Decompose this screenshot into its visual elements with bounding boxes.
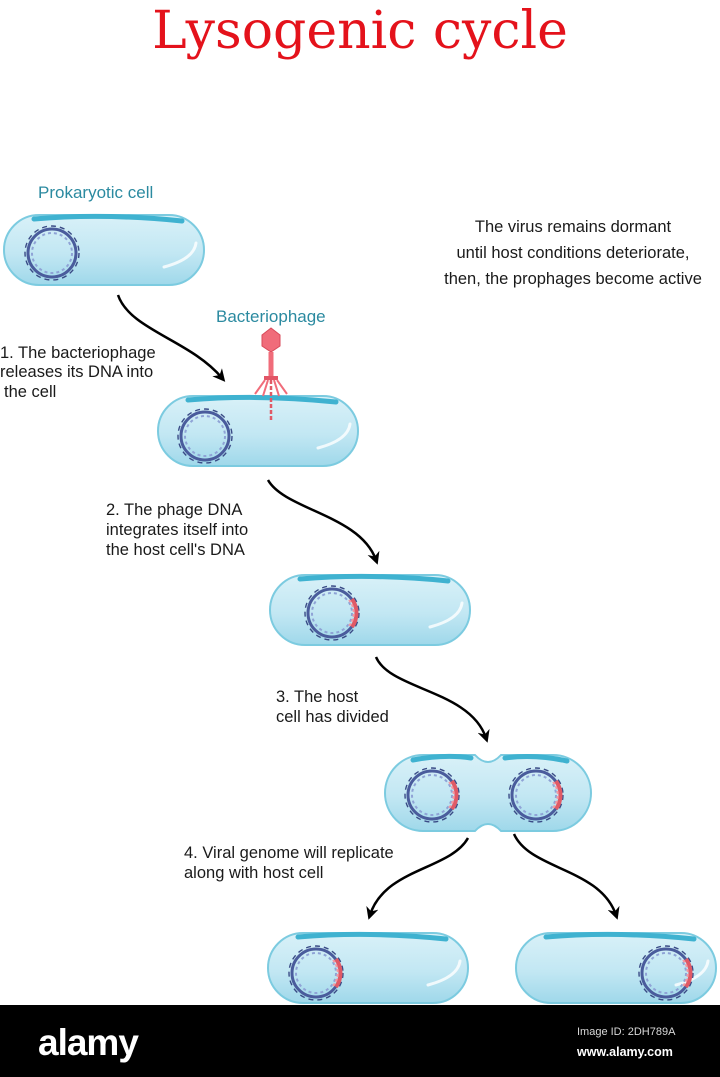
note-line-3: then, the prophages become active xyxy=(444,270,702,288)
diagram-title: Lysogenic cycle xyxy=(152,1,568,61)
step-4-text: 4. Viral genome will replicate along wit… xyxy=(184,844,394,882)
step-1-line-2: releases its DNA into xyxy=(0,363,153,381)
dormancy-note: The virus remains dormant until host con… xyxy=(444,218,702,288)
lysogenic-cycle-diagram: Lysogenic cycle Prokaryotic cell Bacteri… xyxy=(0,1,720,1005)
step-2-line-3: the host cell's DNA xyxy=(106,541,245,559)
note-line-2: until host conditions deteriorate, xyxy=(457,244,690,262)
arrow-step-1 xyxy=(116,294,226,382)
step-4-line-2: along with host cell xyxy=(184,864,323,882)
daughter-cell-left xyxy=(268,933,468,1003)
step-1-line-1: 1. The bacteriophage xyxy=(0,344,156,362)
step-2-text: 2. The phage DNA integrates itself into … xyxy=(106,501,248,559)
arrow-step-3 xyxy=(374,656,490,743)
prokaryotic-cell xyxy=(4,215,204,285)
prokaryotic-cell-label: Prokaryotic cell xyxy=(38,183,153,202)
watermark-footer: alamy Image ID: 2DH789A www.alamy.com xyxy=(0,1005,720,1077)
image-id: Image ID: 2DH789A xyxy=(577,1026,676,1038)
daughter-cell-right xyxy=(516,933,716,1003)
arrow-step-2 xyxy=(266,479,380,565)
step-2-line-2: integrates itself into xyxy=(106,521,248,539)
step-1-line-3: the cell xyxy=(4,383,56,401)
step-2-line-1: 2. The phage DNA xyxy=(106,501,242,519)
step-3-line-2: cell has divided xyxy=(276,708,389,726)
infected-cell xyxy=(158,396,358,466)
step-1-text: 1. The bacteriophage releases its DNA in… xyxy=(0,344,156,401)
arrow-step-4-right xyxy=(512,833,620,920)
site-url[interactable]: www.alamy.com xyxy=(577,1045,673,1059)
bacteriophage-icon xyxy=(254,327,288,422)
step-3-line-1: 3. The host xyxy=(276,688,359,706)
step-4-line-1: 4. Viral genome will replicate xyxy=(184,844,394,862)
note-line-1: The virus remains dormant xyxy=(475,218,672,236)
bacteriophage-label: Bacteriophage xyxy=(216,307,326,326)
step-3-text: 3. The host cell has divided xyxy=(276,688,389,726)
dividing-cell xyxy=(384,753,592,832)
alamy-logo: alamy xyxy=(38,1022,139,1063)
arrow-step-4-left xyxy=(366,837,470,920)
prophage-cell xyxy=(270,575,470,645)
